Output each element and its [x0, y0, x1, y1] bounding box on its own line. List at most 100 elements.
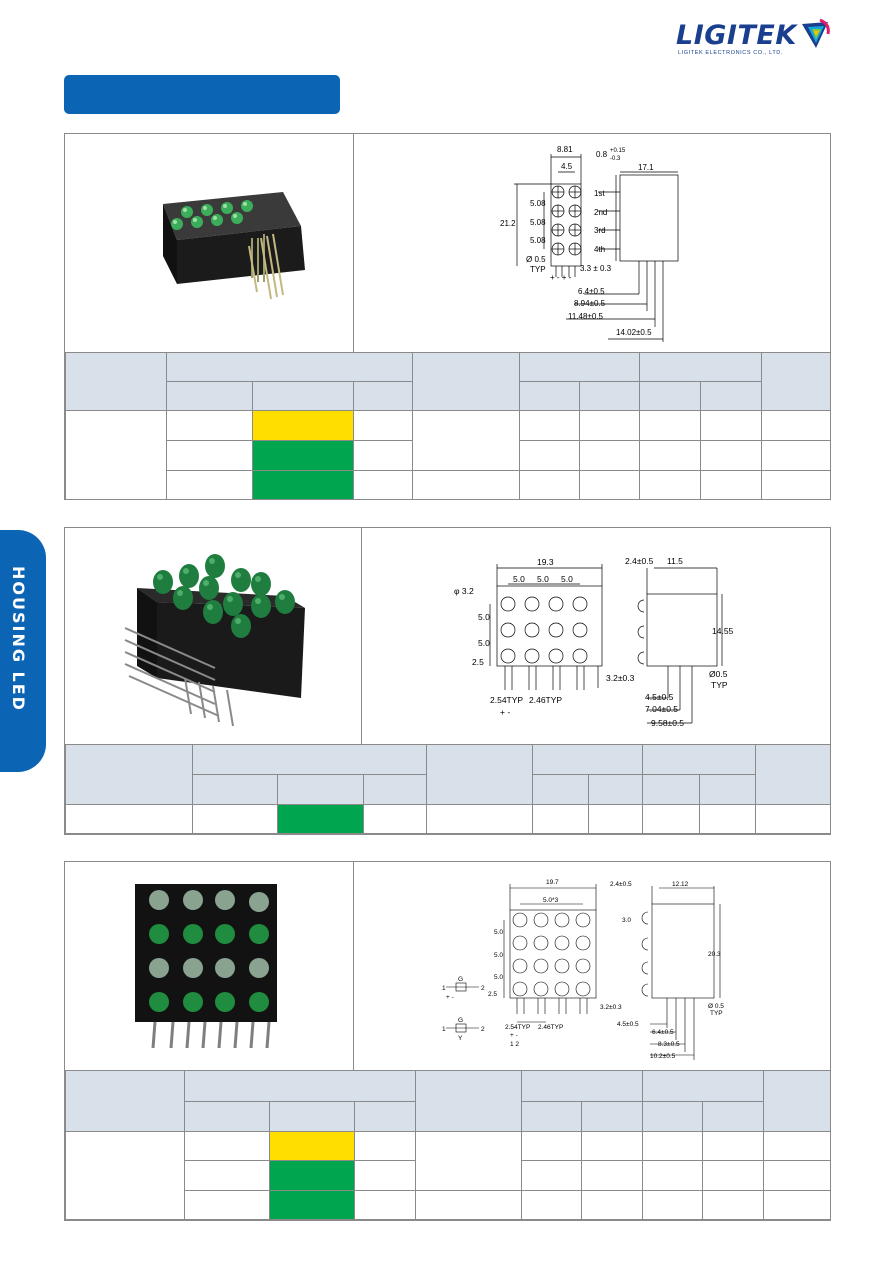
dim-tol-minus: -0.3 [610, 156, 621, 162]
dim-height: 14.55 [712, 626, 734, 636]
dimension-drawing-2: 19.3 5.0 5.0 5.0 φ 3.2 5.0 5.0 2.5 3.2±0… [454, 556, 734, 728]
dim-d1: 4.5±0.5 [645, 692, 674, 702]
dim-depth: 12.12 [672, 881, 689, 888]
dimension-drawing-1: 8.81 4.5 0.8 +0.15 -0.3 17.1 21.2 5.08 5… [500, 145, 679, 342]
product-photo-cell-2 [65, 528, 362, 744]
dim-vert-3: 2.5 [472, 657, 484, 667]
dim-pitch-typ-1: 2.54TYP [490, 695, 523, 705]
schematic-1-pin1: 1 [442, 985, 446, 992]
schematic-2-color-y: Y [458, 1035, 463, 1042]
schematic-2-color-g: G [458, 1017, 463, 1024]
dim-typ: TYP [711, 680, 728, 690]
dim-pitch-1: 5.0 [513, 574, 525, 584]
dim-d1: 6.4±0.5 [652, 1029, 674, 1036]
dim-height: 20.3 [708, 951, 721, 958]
color-cell-yellow [252, 410, 354, 441]
dimension-drawing-cell-3: 19.7 5.0*3 5.0 5.0 5.0 2.5 3.2±0.3 2.54T… [354, 862, 830, 1070]
dim-width-pitch: 4.5 [561, 162, 573, 171]
row-label-1: 1st [594, 189, 605, 198]
dim-depth: 17.1 [638, 163, 654, 172]
color-cell-green [252, 470, 354, 500]
spec-table-2 [65, 744, 832, 834]
dim-vert-2: 5.0 [478, 638, 490, 648]
category-side-tab: HOUSING LED [0, 530, 46, 772]
schematic-2-pin1: 1 [442, 1026, 446, 1033]
dim-vert-2: 5.0 [494, 952, 503, 959]
dim-d2: 7.04±0.5 [645, 704, 678, 714]
section-title-bar [64, 75, 340, 114]
logo-swirl-icon [802, 18, 830, 48]
polarity-label: + - + - [550, 273, 572, 282]
dimension-drawing-3: 19.7 5.0*3 5.0 5.0 5.0 2.5 3.2±0.3 2.54T… [442, 879, 724, 1060]
schematic-1-polarity: + - [446, 994, 454, 1001]
dim-pitch-2: 5.0 [537, 574, 549, 584]
color-cell-yellow [269, 1131, 355, 1161]
spec-table-3 [65, 1070, 832, 1220]
row-label-4: 4th [594, 245, 605, 254]
dim-pin-dia: Ø0.5 [709, 669, 728, 679]
dim-d0: 4.5±0.5 [617, 1021, 639, 1028]
dim-d2: 8.3±0.5 [658, 1041, 680, 1048]
dim-offset: 3.3 ± 0.3 [580, 264, 612, 273]
ligitek-logo: LIGITEK LIGITEK ELECTRONICS CO., LTD. [676, 18, 836, 58]
dim-diameter: φ 3.2 [454, 586, 474, 596]
row-label-3: 3rd [594, 226, 606, 235]
dim-thickness-2: 3.0 [622, 917, 631, 924]
schematic-2-pin2: 2 [481, 1026, 485, 1033]
dim-width: 8.81 [557, 145, 573, 154]
dim-pin-dia: Ø 0.5 [708, 1003, 724, 1010]
product-photo-1 [163, 192, 305, 300]
category-label: HOUSING LED [9, 566, 28, 712]
product-panel-3: 19.7 5.0*3 5.0 5.0 5.0 2.5 3.2±0.3 2.54T… [64, 861, 832, 1221]
dim-vert-3: 5.0 [494, 974, 503, 981]
dim-typ: TYP [530, 265, 546, 274]
dim-pitch-3: 5.08 [530, 236, 546, 245]
polarity-label: + - [510, 1032, 518, 1039]
dim-pitch: 5.0*3 [543, 897, 559, 904]
product-photo-cell-1 [65, 134, 354, 352]
dim-d3: 11.48±0.5 [568, 312, 603, 321]
dim-d3: 9.58±0.5 [651, 718, 684, 728]
pin-numbers: 1 2 [510, 1041, 519, 1048]
dim-thickness: 0.8 [596, 150, 608, 159]
product-panel-1: 8.81 4.5 0.8 +0.15 -0.3 17.1 21.2 5.08 5… [64, 133, 832, 500]
color-cell-green [269, 1160, 355, 1191]
dim-offset: 3.2±0.3 [606, 673, 635, 683]
dim-vert-4: 2.5 [488, 991, 497, 998]
product-photo-3 [135, 884, 277, 1049]
dim-thickness: 2.4±0.5 [610, 881, 632, 888]
product-photo-2 [124, 554, 305, 727]
dim-vert-1: 5.0 [494, 929, 503, 936]
brand-name: LIGITEK [676, 20, 797, 51]
dim-typ: TYP [710, 1010, 723, 1017]
schematic-1-color: G [458, 976, 463, 983]
row-label-2: 2nd [594, 208, 607, 217]
spec-table-1 [65, 352, 832, 500]
dim-pitch-2: 5.08 [530, 218, 546, 227]
color-cell-green [277, 804, 364, 834]
dim-pitch-typ-2: 2.46TYP [538, 1024, 563, 1031]
color-cell-green [269, 1190, 355, 1220]
dim-pitch-1: 5.08 [530, 199, 546, 208]
dim-pitch-typ-2: 2.46TYP [529, 695, 562, 705]
dim-d4: 14.02±0.5 [616, 328, 652, 337]
dimension-drawing-cell-2: 19.3 5.0 5.0 5.0 φ 3.2 5.0 5.0 2.5 3.2±0… [362, 528, 830, 744]
dim-d2: 8.94±0.5 [574, 299, 606, 308]
dim-pin-dia: Ø 0.5 [526, 255, 546, 264]
color-cell-green [252, 440, 354, 471]
dim-d3: 10.2±0.5 [650, 1053, 676, 1060]
polarity-label: + - [500, 707, 510, 717]
dim-width: 19.3 [537, 557, 554, 567]
schematic-1-pin2: 2 [481, 985, 485, 992]
brand-subtitle: LIGITEK ELECTRONICS CO., LTD. [678, 50, 784, 56]
dim-pitch-typ-1: 2.54TYP [505, 1024, 530, 1031]
dim-pitch-3: 5.0 [561, 574, 573, 584]
dim-tol-plus: +0.15 [610, 148, 626, 154]
dimension-drawing-cell-1: 8.81 4.5 0.8 +0.15 -0.3 17.1 21.2 5.08 5… [354, 134, 830, 352]
dim-d1: 6.4±0.5 [578, 287, 605, 296]
dim-thickness: 2.4±0.5 [625, 556, 654, 566]
dim-vert-1: 5.0 [478, 612, 490, 622]
dim-height: 21.2 [500, 219, 516, 228]
product-photo-cell-3 [65, 862, 354, 1070]
dim-offset: 3.2±0.3 [600, 1004, 622, 1011]
